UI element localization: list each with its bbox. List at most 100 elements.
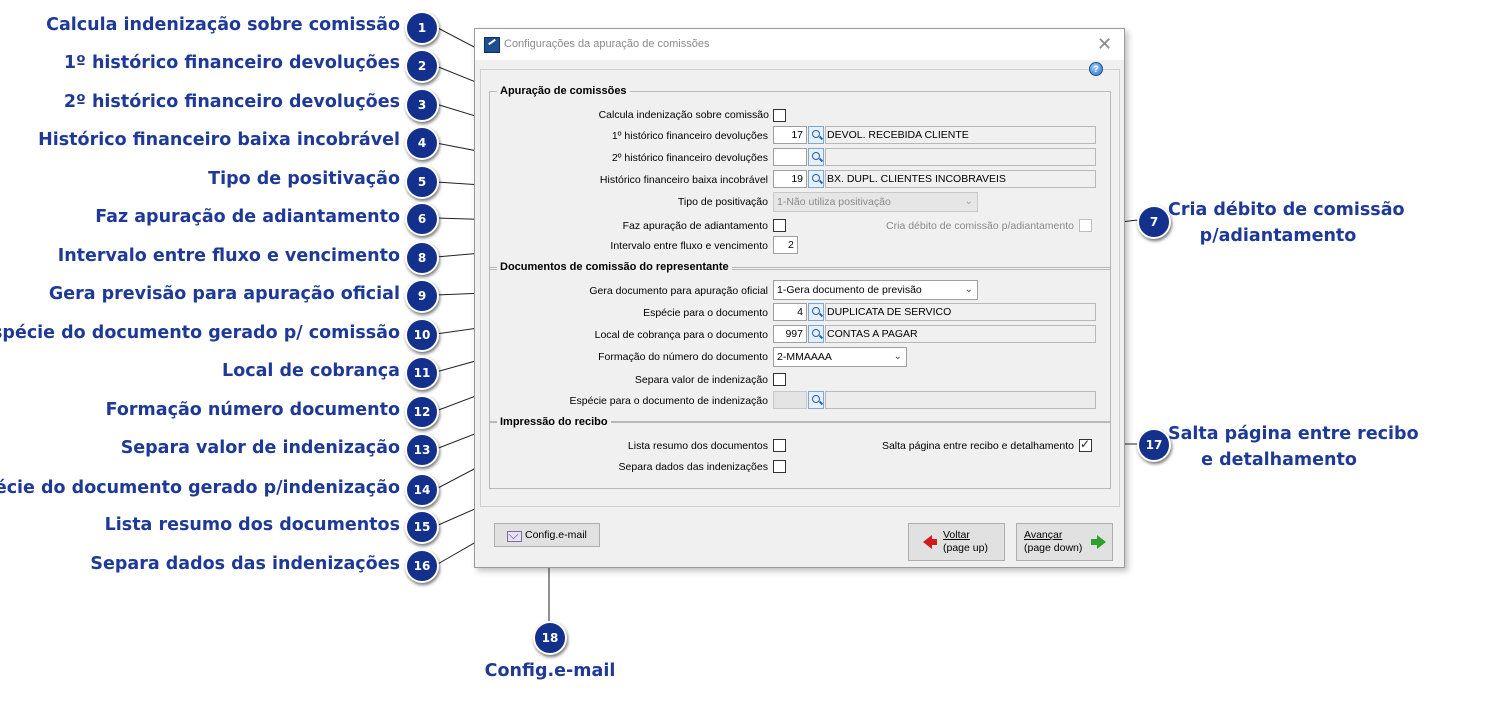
callout-label-8: Intervalo entre fluxo e vencimento: [57, 246, 400, 266]
callout-badge-11: 11: [405, 356, 439, 390]
hist1-description: DEVOL. RECEBIDA CLIENTE: [825, 126, 1096, 144]
especie-indenizacao-code-input[interactable]: [773, 391, 807, 409]
especie-indenizacao-label: Espécie para o documento de indenização: [569, 395, 768, 407]
group-apuracao: [489, 91, 1111, 270]
calcula-indenizacao-checkbox[interactable]: [773, 109, 786, 122]
callout-label-13: Separa valor de indenização: [120, 438, 400, 458]
hist-baixa-description: BX. DUPL. CLIENTES INCOBRAVEIS: [825, 170, 1096, 188]
gera-doc-select[interactable]: 1-Gera documento de previsão ⌄: [773, 280, 978, 300]
separa-valor-checkbox[interactable]: [773, 373, 786, 386]
callout-badge-13: 13: [405, 433, 439, 467]
tipo-positivacao-value: 1-Não utiliza positivação: [777, 196, 891, 208]
callout-label-18: Config.e-mail: [484, 661, 616, 681]
callout-badge-7: 7: [1137, 205, 1171, 239]
hist-baixa-lookup-icon[interactable]: [808, 170, 824, 188]
close-icon[interactable]: ✕: [1097, 34, 1113, 55]
faz-adiantamento-checkbox[interactable]: [773, 219, 786, 232]
chevron-down-icon: ⌄: [964, 284, 973, 295]
config-email-button[interactable]: Config.e-mail: [494, 523, 600, 547]
main-panel: [480, 69, 1120, 507]
callout-badge-6: 6: [405, 202, 439, 236]
hist2-code-input[interactable]: [773, 148, 807, 166]
callout-badge-12: 12: [405, 395, 439, 429]
chevron-down-icon: ⌄: [964, 196, 973, 207]
callout-badge-1: 1: [405, 11, 439, 45]
avancar-button[interactable]: Avançar (page down): [1016, 523, 1113, 561]
callout-label-2: 1º histórico financeiro devoluções: [63, 53, 400, 73]
especie-indenizacao-description: [825, 391, 1096, 409]
hist2-label: 2º histórico financeiro devoluções: [611, 152, 768, 164]
arrow-left-icon: [923, 535, 937, 549]
separa-dados-label: Separa dados das indenizações: [618, 461, 768, 473]
callout-badge-17: 17: [1137, 428, 1171, 462]
local-code-input[interactable]: 997: [773, 325, 807, 343]
group-impressao: [489, 422, 1111, 489]
tipo-positivacao-label: Tipo de positivação: [677, 196, 768, 208]
hist1-code-input[interactable]: 17: [773, 126, 807, 144]
voltar-button[interactable]: Voltar (page up): [908, 523, 1005, 561]
callout-label-11: Local de cobrança: [222, 361, 400, 381]
avancar-label: Avançar: [1024, 529, 1063, 541]
callout-badge-3: 3: [405, 88, 439, 122]
salta-pagina-label: Salta página entre recibo e detalhamento: [881, 440, 1074, 452]
hist1-lookup-icon[interactable]: [808, 126, 824, 144]
hist1-label: 1º histórico financeiro devoluções: [611, 130, 768, 142]
separa-valor-label: Separa valor de indenização: [634, 374, 768, 386]
formacao-select[interactable]: 2-MMAAAA ⌄: [773, 347, 907, 367]
arrow-right-icon: [1091, 535, 1106, 549]
help-icon[interactable]: ?: [1089, 62, 1103, 76]
separa-dados-checkbox[interactable]: [773, 460, 786, 473]
callout-badge-18: 18: [533, 621, 567, 655]
callout-badge-16: 16: [405, 549, 439, 583]
formacao-label: Formação do número do documento: [598, 351, 768, 363]
callout-badge-9: 9: [405, 279, 439, 313]
salta-pagina-checkbox[interactable]: [1079, 437, 1092, 452]
group-documentos: [489, 267, 1111, 422]
tipo-positivacao-select[interactable]: 1-Não utiliza positivação ⌄: [773, 192, 978, 212]
callout-badge-2: 2: [405, 49, 439, 83]
config-email-label: Config.e-mail: [525, 529, 587, 541]
local-description: CONTAS A PAGAR: [825, 325, 1096, 343]
hist2-lookup-icon[interactable]: [808, 148, 824, 166]
especie-code-input[interactable]: 4: [773, 303, 807, 321]
local-label: Local de cobrança para o documento: [594, 329, 768, 341]
group-impressao-title: Impressão do recibo: [497, 416, 611, 428]
callout-label-6: Faz apuração de adiantamento: [95, 207, 400, 227]
voltar-label: Voltar: [943, 529, 970, 541]
callout-label-15: Lista resumo dos documentos: [104, 515, 400, 535]
callout-label-10: Espécie do documento gerado p/ comissão: [0, 323, 400, 343]
lista-resumo-checkbox[interactable]: [773, 439, 786, 452]
hist-baixa-code-input[interactable]: 19: [773, 170, 807, 188]
callout-badge-5: 5: [405, 165, 439, 199]
callout-label-4: Histórico financeiro baixa incobrável: [38, 130, 400, 150]
faz-adiantamento-label: Faz apuração de adiantamento: [622, 220, 768, 232]
avancar-hint: (page down): [1024, 542, 1083, 554]
hist2-description: [825, 148, 1096, 166]
callout-label-9: Gera previsão para apuração oficial: [48, 284, 400, 304]
especie-description: DUPLICATA DE SERVICO: [825, 303, 1096, 321]
calcula-indenizacao-label: Calcula indenização sobre comissão: [598, 109, 769, 121]
voltar-hint: (page up): [943, 542, 988, 554]
intervalo-input[interactable]: 2: [773, 236, 798, 254]
gera-doc-label: Gera documento para apuração oficial: [589, 285, 768, 297]
group-documentos-title: Documentos de comissão do representante: [497, 261, 732, 273]
envelope-icon: [507, 531, 522, 542]
callout-label-17: Salta página entre recibo e detalhamento: [1168, 424, 1419, 470]
intervalo-label: Intervalo entre fluxo e vencimento: [610, 240, 768, 252]
callout-badge-4: 4: [405, 126, 439, 160]
especie-lookup-icon[interactable]: [808, 303, 824, 321]
formacao-value: 2-MMAAAA: [777, 351, 832, 363]
callout-label-7: Cria débito de comissão p/adiantamento: [1168, 200, 1405, 246]
especie-indenizacao-lookup-icon[interactable]: [808, 391, 824, 409]
cria-debito-checkbox[interactable]: [1079, 219, 1092, 232]
chevron-down-icon: ⌄: [893, 351, 902, 362]
dialog-window: Configurações da apuração de comissões ✕…: [474, 28, 1125, 568]
callout-label-12: Formação número documento: [105, 400, 400, 420]
title-bar: Configurações da apuração de comissões ✕: [475, 29, 1124, 60]
callout-label-14: Espécie do documento gerado p/indenizaçã…: [0, 478, 400, 498]
callout-badge-14: 14: [405, 473, 439, 507]
especie-label: Espécie para o documento: [643, 307, 768, 319]
callout-label-3: 2º histórico financeiro devoluções: [63, 92, 400, 112]
callout-label-5: Tipo de positivação: [208, 169, 400, 189]
local-lookup-icon[interactable]: [808, 325, 824, 343]
